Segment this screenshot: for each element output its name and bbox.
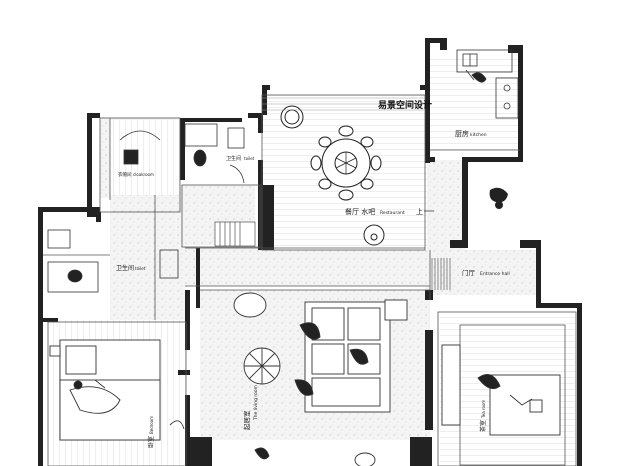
- label-living-cn: 起居室: [242, 410, 251, 430]
- label-restaurant-cn: 餐厅 水吧: [345, 207, 375, 216]
- label-bedroom-left-en: Bedroom: [149, 416, 154, 434]
- label-toilet-top-en: toilet: [244, 156, 255, 161]
- toilet-left-fixtures: [47, 229, 179, 293]
- label-entrance-en: Entrance hall: [480, 271, 510, 277]
- toilet-top-fixtures: [184, 123, 245, 184]
- label-bedroom-right-cn: 茶室: [479, 420, 487, 432]
- label-toilet-left-en: toilet: [135, 266, 146, 271]
- label-cloakroom-cn: 衣帽间: [118, 171, 132, 178]
- label-cloakroom-en: cloakroom: [133, 172, 154, 177]
- tea-room-furniture: [441, 344, 561, 436]
- label-restaurant-en: Restaurant: [380, 210, 405, 216]
- label-up-arrow: 上: [416, 207, 423, 216]
- kitchen-fixtures: [456, 49, 519, 119]
- cloakroom-fixtures: [119, 130, 161, 165]
- label-toilet-left-cn: 卫生间: [116, 264, 134, 272]
- label-living-en: The living room: [253, 385, 259, 421]
- floor-fills: [48, 55, 575, 466]
- label-bedroom-left-cn: 卧室: [147, 436, 155, 448]
- label-entrance-cn: 门厅: [462, 268, 476, 277]
- stairs: [214, 221, 256, 247]
- brand-name: 易景空间设计: [378, 99, 432, 111]
- person-figure-icon: [489, 187, 508, 209]
- room-labels: 易景空间设计 厨房 kitchen 餐厅 水吧 Restaurant 上 卫生间…: [116, 99, 510, 448]
- ceiling-slats: [262, 97, 425, 111]
- label-bedroom-right-en: Tea room: [481, 400, 486, 419]
- label-kitchen-cn: 厨房: [455, 129, 469, 138]
- entrance-slats: [431, 258, 451, 290]
- dining-table: [280, 105, 385, 246]
- label-kitchen-en: kitchen: [470, 132, 487, 138]
- bedroom-left-furniture: [49, 339, 185, 441]
- living-sofa: [233, 292, 408, 466]
- label-toilet-top-cn: 卫生间: [226, 155, 241, 162]
- walls: [38, 38, 582, 466]
- partitions: [43, 94, 577, 466]
